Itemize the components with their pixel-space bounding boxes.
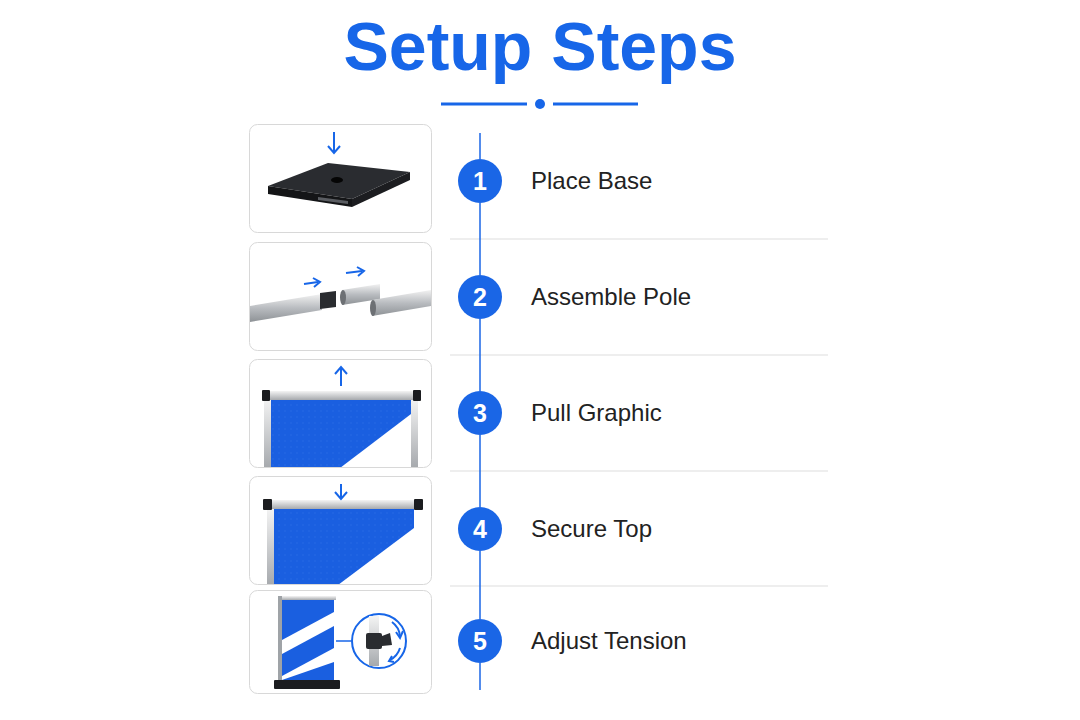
step-number: 1: [473, 167, 487, 196]
step-number: 3: [473, 399, 487, 428]
pull-graphic-illustration: [250, 360, 432, 469]
tension-illustration: [250, 591, 432, 694]
secure-top-illustration: [250, 477, 432, 586]
timeline-connector: [480, 319, 481, 391]
step-number-circle: 1: [458, 159, 502, 203]
step-number: 2: [473, 283, 487, 312]
timeline-end: [479, 663, 481, 690]
step-number-circle: 3: [458, 391, 502, 435]
step-number: 5: [473, 627, 487, 656]
title: Setup Steps: [0, 12, 1080, 80]
step-number-circle: 2: [458, 275, 502, 319]
timeline-connector: [480, 435, 481, 507]
step-label: Pull Graphic: [531, 399, 662, 428]
row-separators: [450, 239, 828, 586]
title-underline: [441, 99, 638, 109]
base-illustration: [250, 125, 432, 233]
step-label: Place Base: [531, 167, 652, 196]
step-label: Secure Top: [531, 515, 652, 544]
step-label: Assemble Pole: [531, 283, 691, 312]
step-label: Adjust Tension: [531, 627, 687, 656]
pole-illustration: [250, 243, 432, 351]
timeline-connector: [480, 203, 481, 275]
step-number: 4: [473, 515, 487, 544]
timeline-connector: [480, 551, 481, 619]
step-number-circle: 5: [458, 619, 502, 663]
timeline-end: [479, 133, 481, 159]
step-number-circle: 4: [458, 507, 502, 551]
